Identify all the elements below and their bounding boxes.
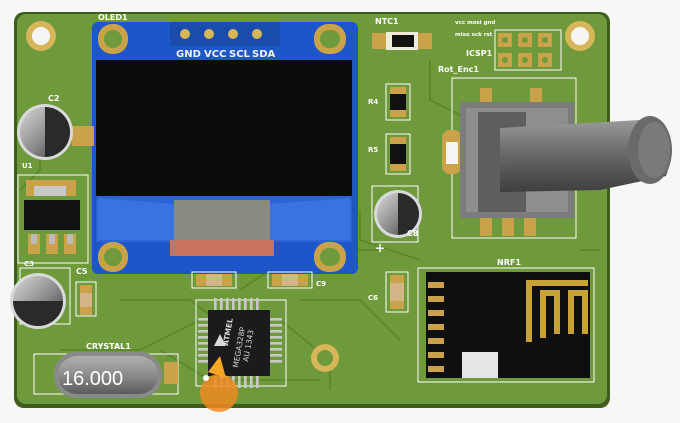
resistor-r4 [385, 83, 411, 121]
icsp-pin-names-top: vcc mosi gnd [455, 20, 495, 26]
voltage-regulator-u1 [17, 174, 89, 264]
capacitor-c5 [75, 281, 97, 317]
oled-module: GND VCC SCL SDA [92, 22, 358, 274]
c8-plus-mark: + [375, 241, 385, 255]
icsp-header: vcc mosi gnd miso sck rst [455, 20, 562, 71]
c8-ref-label: C8 [407, 229, 419, 238]
c6-ref-label: C6 [368, 294, 378, 302]
oled-mount-hole-tl [98, 24, 128, 54]
encoder-ref-label: Rot_Enc1 [438, 65, 479, 74]
ntc-ref-label: NTC1 [375, 17, 399, 26]
oled-mount-hole-br [314, 242, 346, 272]
mounting-hole-top-left [26, 21, 56, 51]
r4-ref-label: R4 [368, 98, 378, 106]
capacitor-under-oled-left [191, 271, 237, 289]
icsp-ref-label: ICSP1 [466, 49, 493, 58]
oled-mount-hole-tr [314, 24, 346, 54]
oled-pin-label-vcc: VCC [204, 49, 226, 60]
oled-pin-label-scl: SCL [229, 49, 251, 60]
oled-mount-hole-bl [98, 242, 128, 272]
nrf-ref-label: NRF1 [497, 258, 521, 267]
oled-header-pins [170, 22, 280, 46]
oled-pin-label-sda: SDA [252, 49, 276, 60]
cursor-indicator [200, 356, 238, 412]
u1-ref-label: U1 [22, 162, 33, 170]
capacitor-c2 [17, 104, 94, 160]
crystal-frequency-text: 16.000 [62, 368, 123, 390]
resistor-r5 [385, 133, 411, 175]
capacitor-c3 [10, 267, 71, 329]
oled-screen [96, 60, 352, 204]
capacitor-c9 [267, 271, 313, 289]
c3-ref-label: C3 [24, 260, 34, 268]
oled-pin-label-gnd: GND [176, 49, 201, 60]
c9-ref-label: C9 [316, 280, 326, 288]
mounting-hole-bottom-center [311, 344, 339, 372]
oled-ref-label: OLED1 [98, 13, 128, 22]
capacitor-c8 [371, 185, 422, 243]
crystal-ref-label: CRYSTAL1 [86, 342, 131, 351]
rotary-encoder [442, 77, 672, 239]
c5-ref-label: C5 [76, 267, 88, 276]
icsp-pin-names-bottom: miso sck rst [455, 32, 493, 38]
c2-ref-label: C2 [48, 94, 59, 103]
mounting-hole-top-right [565, 21, 595, 51]
ntc-thermistor [372, 32, 432, 50]
capacitor-c6 [385, 271, 409, 313]
r5-ref-label: R5 [368, 146, 378, 154]
crystal-16mhz [33, 352, 179, 398]
nrf24-radio-module [417, 267, 595, 383]
